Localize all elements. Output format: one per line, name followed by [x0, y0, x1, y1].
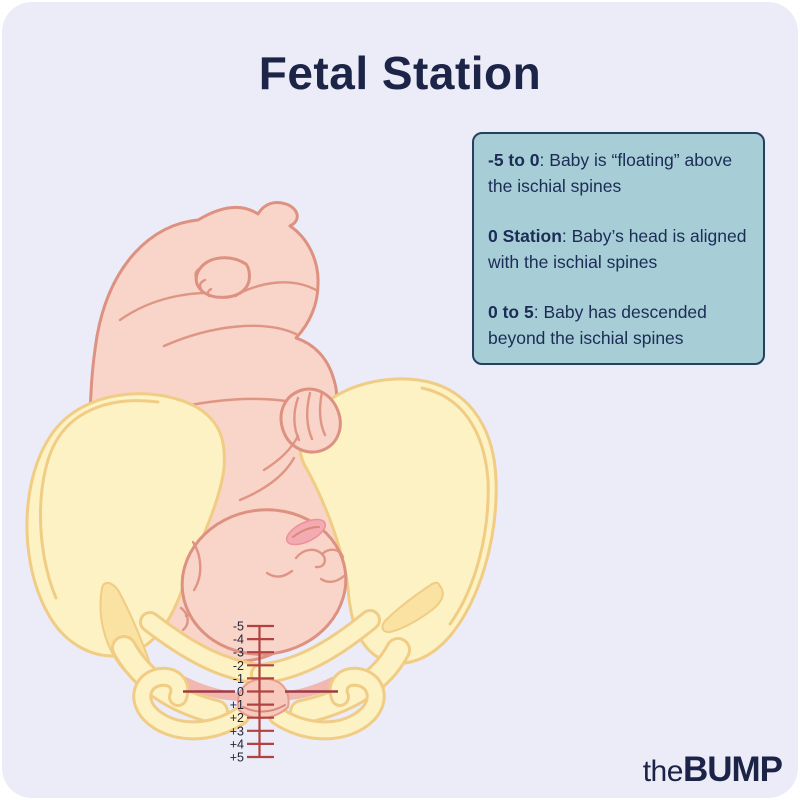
ruler-label: 0 — [237, 685, 244, 699]
ruler-label: +2 — [230, 711, 244, 725]
left-ischial-spine — [99, 582, 154, 686]
fetus-toe-line — [206, 287, 213, 298]
neck-fold — [191, 540, 202, 592]
ruler-label: +5 — [230, 751, 244, 765]
head-closed-eye — [265, 569, 294, 578]
fetus-belly-crease — [184, 604, 298, 618]
left-iliac-wing — [25, 392, 226, 658]
legend-desc: : Baby is “floating” above the ischial s… — [488, 150, 733, 196]
right-pubic-ramus — [250, 609, 381, 685]
ruler-label: -2 — [233, 659, 244, 673]
legend-item-zero-station: 0 Station: Baby’s head is aligned with t… — [488, 223, 749, 275]
left-ischium-body-fill — [114, 638, 226, 722]
right-ligament-shade — [278, 668, 350, 701]
right-ischium-body — [289, 637, 411, 725]
ruler-label: -1 — [233, 672, 244, 686]
left-ischial-hook-fill — [135, 669, 247, 738]
fetus-foot — [194, 256, 251, 299]
fetus-body — [88, 200, 357, 663]
legend-term: 0 to 5 — [488, 302, 534, 322]
left-ischial-hook — [132, 666, 250, 741]
page-title: Fetal Station — [258, 47, 542, 99]
fetus-head — [180, 508, 348, 656]
fetus-finger-line — [306, 391, 314, 441]
fetus-leg-crease — [124, 397, 294, 426]
fetus-wrist-crease — [262, 434, 300, 472]
left-ligament-shade — [168, 668, 240, 701]
right-ischial-hook — [268, 666, 386, 741]
right-ischial-hook-fill — [271, 669, 383, 738]
fetus-toe-line — [198, 278, 207, 291]
right-iliac-wing — [298, 377, 498, 665]
station-ruler: -5-4-3-2-10+1+2+3+4+5 — [183, 620, 338, 765]
fetus-toe-line — [194, 266, 203, 280]
fetus-fist — [279, 387, 342, 454]
neck-fold — [179, 606, 189, 632]
fetus-arm-crease — [152, 542, 282, 560]
logo-the: the — [642, 755, 684, 788]
left-ischium-body — [111, 635, 229, 725]
fetus-finger-line — [318, 390, 327, 437]
ruler-label: -3 — [233, 646, 244, 660]
pelvis-lower-group — [111, 609, 411, 741]
head-cheek-patch — [285, 518, 327, 546]
head-ear-swirl — [320, 548, 345, 559]
ruler-label: -5 — [233, 620, 244, 634]
ruler-label: +4 — [230, 737, 244, 751]
legend-item-floating: -5 to 0: Baby is “floating” above the is… — [488, 147, 749, 199]
logo-name: BUMP — [682, 750, 783, 789]
fetus-body-group — [88, 200, 357, 663]
right-ischium-body-fill — [292, 640, 408, 722]
legend-desc: : Baby’s head is aligned with the ischia… — [488, 226, 747, 272]
ruler-label: +3 — [230, 724, 244, 738]
fetus-hip-crease — [118, 291, 238, 322]
left-pubic-ramus — [139, 611, 270, 685]
right-wing-rim — [420, 386, 490, 626]
ruler-label: -4 — [233, 633, 244, 647]
legend-box: -5 to 0: Baby is “floating” above the is… — [472, 132, 765, 365]
left-pubic-ramus-fill — [142, 614, 267, 682]
fetus-finger-line — [293, 396, 301, 442]
brand-logo: theBUMP — [642, 750, 783, 790]
pelvis-wings-group — [25, 377, 498, 686]
right-ischial-spine — [381, 581, 444, 634]
fetus-arm-group — [238, 387, 342, 502]
crowning-head-dome — [237, 677, 290, 720]
legend-term: -5 to 0 — [488, 150, 540, 170]
fetus-forearm-crease — [238, 456, 296, 502]
crowning-head-crease — [242, 704, 286, 713]
ruler-label: +1 — [230, 698, 244, 712]
fetus-thigh-crease — [162, 324, 298, 348]
head-mouth — [319, 574, 346, 584]
right-pubic-ramus-fill — [253, 612, 378, 682]
legend-desc: : Baby has descended beyond the ischial … — [488, 302, 707, 348]
left-wing-rim — [39, 399, 160, 600]
legend-item-descended: 0 to 5: Baby has descended beyond the is… — [488, 299, 749, 351]
fetus-head-group — [179, 508, 348, 656]
cheek-slit — [292, 526, 320, 538]
fetus-shin-crease — [232, 281, 318, 298]
legend-term: 0 Station — [488, 226, 562, 246]
head-ear-swirl — [294, 548, 327, 569]
